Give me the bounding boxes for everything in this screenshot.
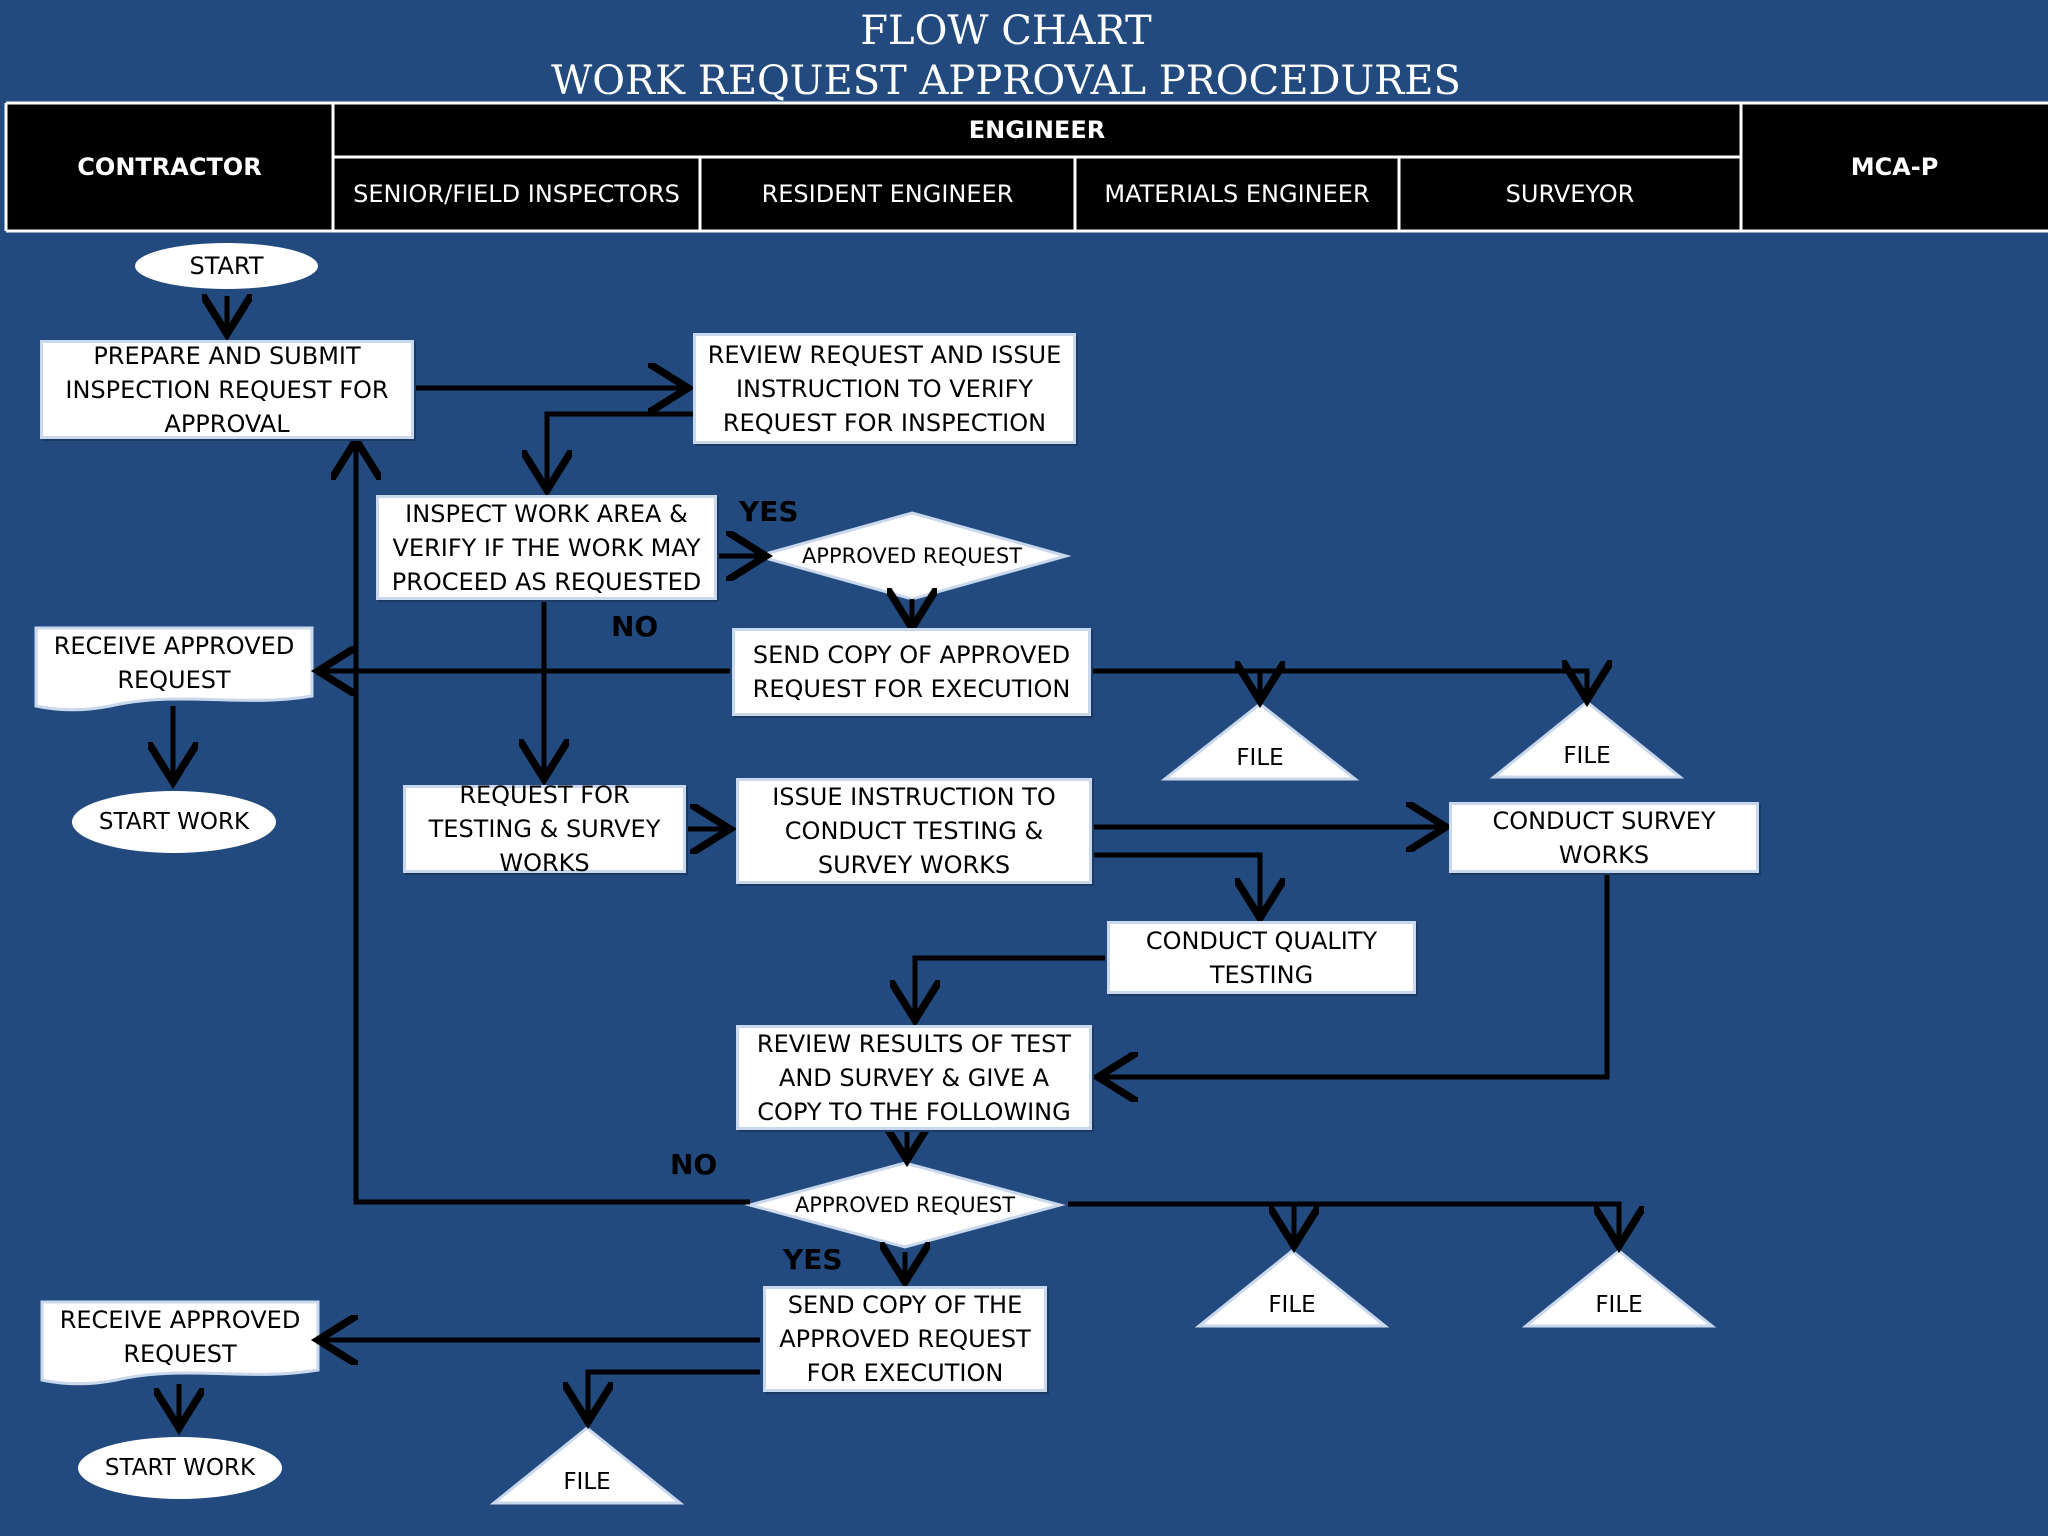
box-conduct-quality: CONDUCT QUALITY TESTING xyxy=(1107,921,1416,994)
box-conduct-survey: CONDUCT SURVEY WORKS xyxy=(1449,802,1759,873)
edge-sendcopy2-to-file5 xyxy=(588,1369,760,1422)
title-line-2: WORK REQUEST APPROVAL PROCEDURES xyxy=(551,58,1461,104)
diamond-approved-2-label: APPROVED REQUEST xyxy=(794,1192,1016,1217)
triangle-file-4 xyxy=(1521,1249,1717,1328)
edge-survey-to-review xyxy=(1098,873,1610,1077)
edge-file1-to-file2 xyxy=(1260,671,1587,700)
box-prepare-submit: PREPARE AND SUBMIT INSPECTION REQUEST FO… xyxy=(40,340,414,439)
lane-mca: MCA-P xyxy=(1850,153,1939,181)
box-request-testing: REQUEST FOR TESTING & SURVEY WORKS xyxy=(403,781,686,877)
triangle-file-5 xyxy=(489,1426,685,1505)
box-send-copy-1: SEND COPY OF APPROVED REQUEST FOR EXECUT… xyxy=(732,628,1091,716)
lane-header-graphic xyxy=(4,101,2048,233)
oval-start-top: START xyxy=(135,243,318,289)
lane-materials-engineer: MATERIALS ENGINEER xyxy=(1104,180,1370,208)
triangle-file-3 xyxy=(1194,1249,1390,1328)
box-send-copy-2: SEND COPY OF THE APPROVED REQUEST FOR EX… xyxy=(763,1286,1047,1392)
box-review-results: REVIEW RESULTS OF TEST AND SURVEY & GIVE… xyxy=(736,1025,1092,1130)
diamond-approved-1-label: APPROVED REQUEST xyxy=(801,543,1023,568)
doc-receive-approved-1-label: RECEIVE APPROVED REQUEST xyxy=(53,632,295,694)
lane-engineer: ENGINEER xyxy=(968,116,1106,144)
lane-surveyor: SURVEYOR xyxy=(1505,180,1635,208)
doc-receive-approved-1 xyxy=(34,626,314,712)
lane-resident-engineer: RESIDENT ENGINEER xyxy=(761,180,1014,208)
doc-receive-approved-2-label: RECEIVE APPROVED REQUEST xyxy=(59,1306,301,1368)
triangle-file-1-label: FILE xyxy=(1236,745,1284,771)
edge-diamond2-no-to-prepare xyxy=(356,440,750,1205)
triangle-file-2-label: FILE xyxy=(1563,743,1611,769)
box-issue-instruction: ISSUE INSTRUCTION TO CONDUCT TESTING & S… xyxy=(736,778,1092,884)
edge-diamond2-to-file3 xyxy=(1068,1201,1294,1246)
title-block: FLOW CHART WORK REQUEST APPROVAL PROCEDU… xyxy=(0,6,2012,106)
triangle-file-1 xyxy=(1160,702,1360,781)
triangle-file-2 xyxy=(1489,700,1685,779)
triangle-file-5-label: FILE xyxy=(563,1469,611,1495)
doc-receive-approved-2 xyxy=(40,1300,320,1386)
label-no-2: NO xyxy=(670,1148,718,1181)
triangle-file-4-label: FILE xyxy=(1595,1292,1643,1318)
label-yes-2: YES xyxy=(783,1243,843,1276)
edge-review-to-inspect xyxy=(547,411,693,490)
lane-contractor: CONTRACTOR xyxy=(77,153,262,181)
box-review-request: REVIEW REQUEST AND ISSUE INSTRUCTION TO … xyxy=(693,333,1076,444)
label-no-1: NO xyxy=(611,610,659,643)
edge-issue-to-quality xyxy=(1094,852,1260,918)
oval-start-work-1: START WORK xyxy=(72,791,276,853)
edge-file3-to-file4 xyxy=(1294,1201,1619,1246)
title-line-1: FLOW CHART xyxy=(860,8,1152,54)
triangle-file-3-label: FILE xyxy=(1268,1292,1316,1318)
edge-quality-to-review xyxy=(915,955,1105,1020)
lane-senior-field-inspectors: SENIOR/FIELD INSPECTORS xyxy=(353,180,680,208)
label-yes-1: YES xyxy=(739,495,799,528)
box-inspect-work-area: INSPECT WORK AREA & VERIFY IF THE WORK M… xyxy=(376,495,717,600)
oval-start-work-2: START WORK xyxy=(78,1437,282,1499)
edge-sendcopy1-to-file1 xyxy=(1091,671,1260,701)
